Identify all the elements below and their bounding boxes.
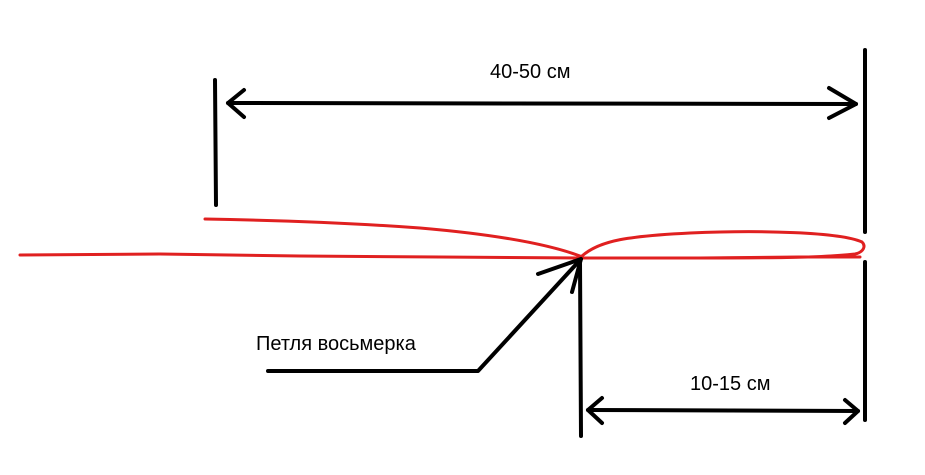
long-dimension: 40-50 см (213, 48, 867, 234)
callout-leader-line (266, 257, 583, 373)
knot-callout: Петля восьмерка (256, 257, 583, 373)
callout-arrowhead (536, 257, 583, 294)
rope-tail-upper (203, 217, 582, 258)
short-dimension-right-arrowhead (843, 398, 860, 425)
rope (18, 217, 866, 260)
long-dimension-right-arrowhead (827, 86, 858, 120)
short-dimension-label: 10-15 см (690, 373, 770, 395)
rope-loop (580, 230, 866, 260)
long-dimension-line (226, 101, 858, 106)
short-dimension-left-tick (578, 260, 583, 438)
short-dimension-line (586, 408, 860, 413)
knot-callout-label: Петля восьмерка (256, 333, 417, 355)
long-dimension-label: 40-50 см (490, 61, 570, 83)
long-dimension-left-arrowhead (226, 88, 246, 119)
short-dimension: 10-15 см (578, 260, 867, 438)
long-dimension-left-tick (213, 78, 218, 207)
short-dimension-left-arrowhead (586, 396, 604, 425)
